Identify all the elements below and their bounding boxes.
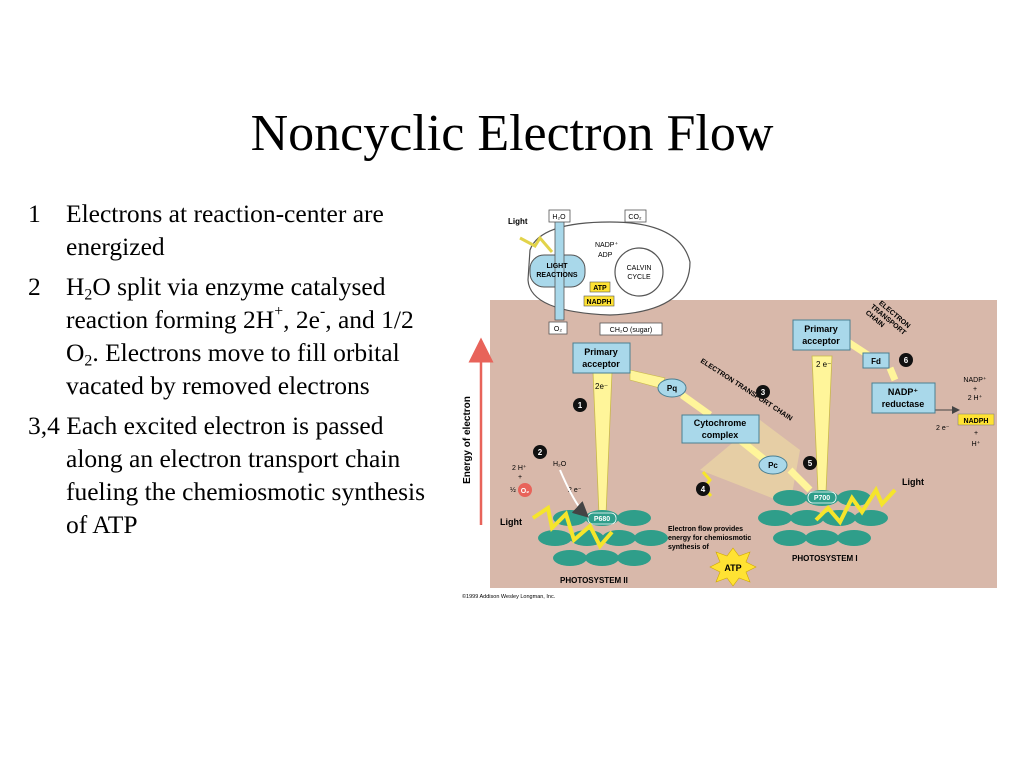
svg-text:acceptor: acceptor <box>802 336 840 346</box>
bullet-text: Electrons at reaction-center are energiz… <box>66 199 384 261</box>
svg-text:reductase: reductase <box>882 399 925 409</box>
bullet-text: H2O split via enzyme catalysed reaction … <box>66 272 414 400</box>
photosystem-ii: P680 Light PHOTOSYSTEM II <box>500 504 668 585</box>
svg-text:Cytochrome: Cytochrome <box>694 418 747 428</box>
step-marker-1: 1 <box>573 398 587 412</box>
svg-text:Primary: Primary <box>584 347 618 357</box>
svg-text:P680: P680 <box>594 516 610 523</box>
pq-carrier <box>657 378 687 398</box>
svg-text:acceptor: acceptor <box>582 359 620 369</box>
svg-text:Primary: Primary <box>804 324 838 334</box>
cytochrome-complex-box <box>681 414 760 444</box>
svg-text:NADPH: NADPH <box>964 418 989 425</box>
nadp-reductase-box <box>871 382 936 414</box>
ps2-primary-acceptor-box <box>572 342 631 374</box>
p680-box <box>587 512 617 525</box>
o2-marker <box>518 483 532 497</box>
photosystem-i: P700 Light PHOTOSYSTEM I <box>758 477 924 563</box>
chloroplast-inset: Light H₂O CO₂ NADP⁺ ADP LIGHT REACTIONS … <box>508 209 691 336</box>
step-marker-4: 4 <box>696 482 710 496</box>
y-axis-label: Energy of electron <box>462 396 473 484</box>
svg-text:CALVIN: CALVIN <box>627 265 652 272</box>
svg-text:CH₂O (sugar): CH₂O (sugar) <box>610 327 652 334</box>
svg-text:LIGHT: LIGHT <box>547 263 569 270</box>
svg-text:2: 2 <box>538 448 543 457</box>
atp-burst <box>709 547 757 587</box>
noncyclic-electron-flow-diagram: Energy of electron Light H₂O CO₂ NADP⁺ A… <box>462 209 997 600</box>
step-marker-6: 6 <box>899 353 913 367</box>
svg-text:NADP⁺: NADP⁺ <box>963 376 986 384</box>
svg-text:5: 5 <box>808 459 813 468</box>
bullet-2: 2 H2O split via enzyme catalysed reactio… <box>28 270 438 402</box>
svg-text:+: + <box>974 430 978 437</box>
svg-text:PHOTOSYSTEM II: PHOTOSYSTEM II <box>560 576 628 585</box>
svg-text:Light: Light <box>500 517 522 527</box>
svg-text:2 e⁻: 2 e⁻ <box>816 360 831 369</box>
svg-text:Light: Light <box>508 217 528 226</box>
svg-text:energy for chemiosmotic: energy for chemiosmotic <box>668 535 751 542</box>
ps1-primary-acceptor-box <box>792 319 851 351</box>
svg-text:Pq: Pq <box>667 384 677 393</box>
copyright-note: ©1999 Addison Wesley Longman, Inc. <box>462 593 556 600</box>
calvin-cycle-circle <box>614 247 664 297</box>
etc-energy-cone <box>700 420 800 505</box>
svg-text:2 e⁻: 2 e⁻ <box>936 425 950 432</box>
svg-text:H₂O: H₂O <box>552 214 566 221</box>
step-marker-3: 3 <box>756 385 770 399</box>
svg-text:Fd: Fd <box>871 357 881 366</box>
svg-text:H⁺: H⁺ <box>972 440 981 448</box>
svg-text:O₂: O₂ <box>521 488 530 495</box>
svg-text:complex: complex <box>702 430 739 440</box>
svg-text:2 e⁻: 2 e⁻ <box>568 487 582 494</box>
svg-text:O₂: O₂ <box>554 326 562 333</box>
fd-box <box>862 352 890 369</box>
bullet-3-4: 3,4 Each excited electron is passed alon… <box>28 411 426 539</box>
svg-text:4: 4 <box>701 485 706 494</box>
bullet-list: 1 Electrons at reaction-center are energ… <box>28 197 438 548</box>
svg-text:CO₂: CO₂ <box>628 214 642 221</box>
svg-text:Electron flow provides: Electron flow provides <box>668 526 743 533</box>
ps1-light-wave <box>814 485 897 526</box>
svg-text:PHOTOSYSTEM I: PHOTOSYSTEM I <box>792 554 858 563</box>
svg-text:2 H⁺: 2 H⁺ <box>968 394 983 402</box>
svg-text:CYCLE: CYCLE <box>627 274 651 281</box>
svg-text:REACTIONS: REACTIONS <box>536 272 578 279</box>
svg-text:6: 6 <box>904 356 909 365</box>
page-title: Noncyclic Electron Flow <box>250 105 774 162</box>
bullet-number: 2 <box>28 272 41 301</box>
ps2-light-wave <box>531 504 614 550</box>
svg-text:ATP: ATP <box>724 563 741 573</box>
svg-text:P700: P700 <box>814 495 830 502</box>
bullet-number: 1 <box>28 199 41 228</box>
svg-text:1: 1 <box>578 401 583 410</box>
svg-text:ADP: ADP <box>598 252 613 259</box>
svg-text:ATP: ATP <box>593 285 607 292</box>
svg-text:NADPH: NADPH <box>587 299 612 306</box>
svg-text:Light: Light <box>902 477 924 487</box>
svg-text:synthesis of: synthesis of <box>668 544 710 551</box>
p700-box <box>807 491 837 504</box>
svg-text:NADP⁺: NADP⁺ <box>595 241 618 249</box>
pc-carrier <box>758 455 788 475</box>
svg-text:½: ½ <box>510 486 516 494</box>
svg-text:+: + <box>518 474 522 481</box>
svg-text:H₂O: H₂O <box>553 461 567 468</box>
svg-text:Pc: Pc <box>768 461 778 470</box>
bullet-1: 1 Electrons at reaction-center are energ… <box>28 197 438 263</box>
svg-text:+: + <box>973 386 977 393</box>
step-marker-2: 2 <box>533 445 547 459</box>
svg-text:NADP⁺: NADP⁺ <box>888 387 919 397</box>
svg-text:2 H⁺: 2 H⁺ <box>512 464 527 472</box>
svg-text:2e⁻: 2e⁻ <box>595 382 608 391</box>
svg-text:3: 3 <box>761 388 766 397</box>
step-marker-5: 5 <box>803 456 817 470</box>
